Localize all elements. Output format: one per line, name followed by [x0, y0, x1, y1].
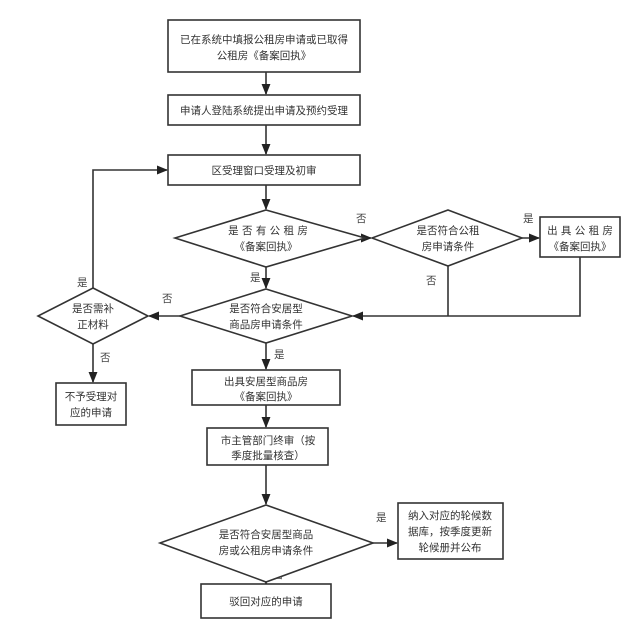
label-meets-public-rental-yes: 是: [523, 213, 534, 225]
node-final-check-line-2: 房或公租房申请条件: [219, 544, 314, 557]
edge-issue-public-rental-return: [351, 257, 581, 321]
node-add-queue-line-2: 据库，按季度更新: [408, 525, 492, 538]
node-meets-public-rental-line-1: 是否符合公租: [417, 224, 480, 237]
node-start: 已在系统中填报公租房申请或已取得 公租房《备案回执》: [167, 19, 361, 73]
node-meets-public-rental-line-2: 房申请条件: [422, 240, 475, 253]
node-issue-affordable: 出具安居型商品房 《备案回执》: [191, 369, 341, 406]
node-has-receipt-line-2: 《备案回执》: [235, 240, 298, 253]
node-needs-supplement-line-1: 是否需补: [72, 302, 114, 315]
node-final-check: 是否符合安居型商品 房或公租房申请条件: [157, 504, 376, 583]
node-reject-final-line-1: 驳回对应的申请: [229, 595, 303, 608]
label-final-check-yes: 是: [376, 512, 387, 524]
node-login-line-1: 申请人登陆系统提出申请及预约受理: [180, 104, 348, 117]
node-reject-final: 驳回对应的申请: [200, 583, 332, 619]
node-needs-supplement: 是否需补 正材料: [36, 287, 150, 345]
node-city-review-line-1: 市主管部门终审（按: [221, 434, 316, 447]
node-start-line-1: 已在系统中填报公租房申请或已取得: [180, 33, 348, 46]
node-add-queue-line-1: 纳入对应的轮候数: [408, 509, 492, 522]
node-login: 申请人登陆系统提出申请及预约受理: [167, 94, 361, 126]
label-meets-public-rental-no: 否: [426, 275, 437, 287]
node-issue-public-rental: 出 具 公 租 房 《备案回执》: [539, 216, 621, 258]
node-reject-accept-line-1: 不予受理对: [65, 390, 118, 403]
label-meets-affordable-yes: 是: [274, 349, 285, 361]
edge-labels: 否 是 否 是 否 是 否 是 是 否: [77, 213, 534, 581]
node-add-queue-line-3: 轮候册并公布: [419, 541, 482, 554]
node-issue-affordable-line-2: 《备案回执》: [235, 390, 298, 403]
node-add-queue: 纳入对应的轮候数 据库，按季度更新 轮候册并公布: [397, 502, 504, 560]
node-issue-affordable-line-1: 出具安居型商品房: [224, 375, 308, 388]
node-meets-affordable: 是否符合安居型 商品房申请条件: [177, 288, 355, 344]
node-has-receipt: 是 否 有 公 租 房 《备案回执》: [172, 209, 368, 268]
label-needs-supplement-yes: 是: [77, 277, 88, 289]
edge-needs-supplement-yes: [92, 165, 169, 288]
node-reject-accept-line-2: 应的申请: [70, 406, 112, 419]
node-city-review-line-2: 季度批量核查）: [231, 449, 305, 462]
node-meets-affordable-line-1: 是否符合安居型: [229, 302, 303, 315]
node-start-line-2: 公租房《备案回执》: [217, 49, 312, 62]
node-district: 区受理窗口受理及初审: [167, 154, 361, 186]
label-meets-affordable-no: 否: [162, 293, 173, 305]
label-has-receipt-yes: 是: [250, 272, 261, 284]
node-issue-public-rental-line-1: 出 具 公 租 房: [547, 224, 613, 237]
node-issue-public-rental-line-2: 《备案回执》: [549, 240, 612, 253]
node-meets-public-rental: 是否符合公租 房申请条件: [369, 209, 525, 267]
node-needs-supplement-line-2: 正材料: [77, 318, 109, 331]
node-city-review: 市主管部门终审（按 季度批量核查）: [206, 427, 329, 466]
label-has-receipt-no: 否: [356, 213, 367, 225]
node-has-receipt-line-1: 是 否 有 公 租 房: [228, 224, 308, 237]
node-final-check-line-1: 是否符合安居型商品: [219, 528, 314, 541]
node-district-line-1: 区受理窗口受理及初审: [212, 164, 317, 177]
node-meets-affordable-line-2: 商品房申请条件: [229, 318, 303, 331]
node-reject-accept: 不予受理对 应的申请: [55, 382, 127, 426]
connectors: [88, 72, 581, 593]
label-needs-supplement-no: 否: [100, 352, 111, 364]
